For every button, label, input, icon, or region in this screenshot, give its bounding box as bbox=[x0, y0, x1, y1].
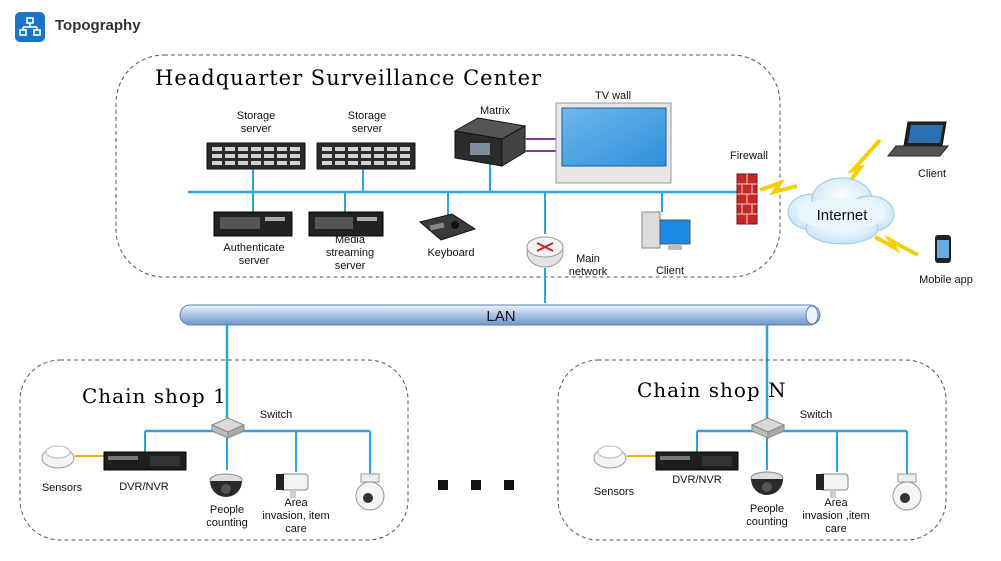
keyboard-label: Keyboard bbox=[427, 247, 474, 259]
switch-label: Switch bbox=[260, 409, 292, 421]
switch-label: Switch bbox=[800, 409, 832, 421]
chain-shop-n-title: Chain shop N bbox=[637, 378, 787, 402]
storage-server-icon bbox=[206, 142, 306, 170]
dvr-nvr-label: DVR/NVR bbox=[119, 481, 169, 493]
page-title: Topography bbox=[55, 17, 141, 34]
matrix-icon bbox=[453, 117, 527, 167]
bullet-camera-icon bbox=[276, 473, 309, 498]
internet-cloud-icon bbox=[787, 177, 895, 245]
sensors-label: Sensors bbox=[594, 486, 635, 498]
dome-camera-icon bbox=[209, 473, 243, 497]
storage-server-icon bbox=[316, 142, 416, 170]
topology-icon bbox=[15, 12, 45, 42]
dome-camera-icon bbox=[750, 471, 784, 495]
router-icon bbox=[526, 236, 564, 268]
lan-label: LAN bbox=[486, 308, 515, 325]
sensors-label: Sensors bbox=[42, 482, 83, 494]
bullet-camera-icon bbox=[816, 473, 849, 498]
hq-client-label: Client bbox=[656, 265, 684, 277]
dvr-nvr-icon bbox=[103, 451, 187, 471]
ellipsis-dots bbox=[438, 480, 514, 490]
headquarter-title: Headquarter Surveillance Center bbox=[155, 66, 542, 90]
laptop-icon bbox=[886, 121, 950, 157]
mobile-app-label: Mobile app bbox=[919, 274, 973, 286]
internet-group: Internet Client Mobile app bbox=[759, 121, 973, 286]
dvr-nvr-icon bbox=[655, 451, 739, 471]
mobile-phone-icon bbox=[935, 235, 951, 263]
tv-wall-label: TV wall bbox=[595, 90, 631, 102]
authenticate-server-icon bbox=[213, 211, 293, 237]
media-server-icon bbox=[308, 211, 384, 237]
sensor-icon bbox=[41, 445, 75, 469]
chain-shop-1-title: Chain shop 1 bbox=[82, 384, 227, 408]
internet-label: Internet bbox=[817, 207, 869, 224]
firewall-icon bbox=[736, 173, 758, 225]
chain-shop-1-group: Chain shop 1 Switch Sensors DVR/NVR bbox=[19, 359, 409, 541]
internet-client-label: Client bbox=[918, 168, 946, 180]
switch-icon bbox=[210, 417, 246, 439]
sensor-icon bbox=[593, 445, 627, 469]
lightning-icon bbox=[759, 179, 798, 196]
ptz-camera-icon bbox=[892, 473, 922, 511]
chain-shop-n-group: Chain shop N Switch Sensors DVR/NVR bbox=[557, 359, 947, 541]
lightning-icon bbox=[843, 138, 882, 190]
dvr-nvr-label: DVR/NVR bbox=[672, 474, 722, 486]
headquarter-border bbox=[115, 54, 781, 278]
keyboard-icon bbox=[418, 213, 477, 241]
ptz-camera-icon bbox=[355, 473, 385, 511]
firewall-label: Firewall bbox=[730, 150, 768, 162]
tv-wall-icon bbox=[555, 102, 672, 184]
lightning-icon bbox=[874, 234, 919, 257]
matrix-label: Matrix bbox=[480, 105, 510, 117]
client-pc-icon bbox=[641, 211, 691, 250]
switch-icon bbox=[750, 417, 786, 439]
lan-bar: LAN bbox=[179, 304, 821, 326]
